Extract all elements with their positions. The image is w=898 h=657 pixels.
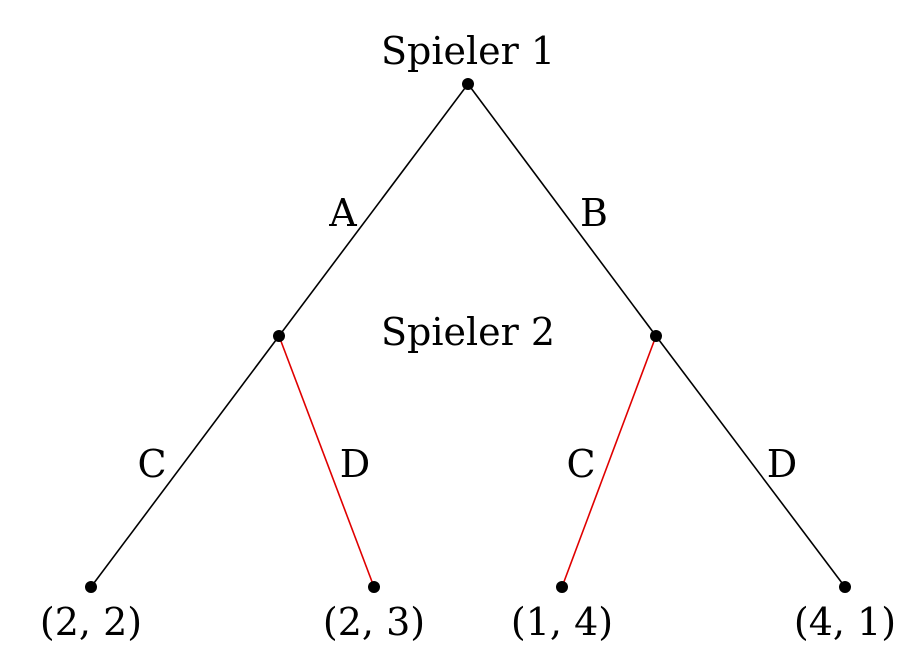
edge-a xyxy=(278,83,469,337)
edge-label-d-left: D xyxy=(340,442,370,486)
payoff-ac: (2, 2) xyxy=(40,600,142,644)
edge-d-left xyxy=(278,335,375,588)
edge-b xyxy=(467,83,657,337)
leaf-bc xyxy=(556,581,568,593)
leaf-ad xyxy=(368,581,380,593)
leaf-bd xyxy=(839,581,851,593)
node-left xyxy=(273,330,285,342)
player-2-label: Spieler 2 xyxy=(381,310,555,354)
payoff-bd: (4, 1) xyxy=(794,600,896,644)
payoff-ad: (2, 3) xyxy=(323,600,425,644)
edge-label-c-left: C xyxy=(137,442,166,486)
edge-label-c-right: C xyxy=(566,442,595,486)
edge-label-a: A xyxy=(328,191,357,235)
leaf-ac xyxy=(85,581,97,593)
edge-c-right xyxy=(561,335,657,588)
edge-d-right xyxy=(655,335,846,588)
node-right xyxy=(650,330,662,342)
edge-c-left xyxy=(90,335,280,588)
root-node xyxy=(462,78,474,90)
payoff-bc: (1, 4) xyxy=(511,600,613,644)
player-1-label: Spieler 1 xyxy=(381,29,555,73)
edge-label-b: B xyxy=(580,191,608,235)
edge-label-d-right: D xyxy=(767,442,797,486)
